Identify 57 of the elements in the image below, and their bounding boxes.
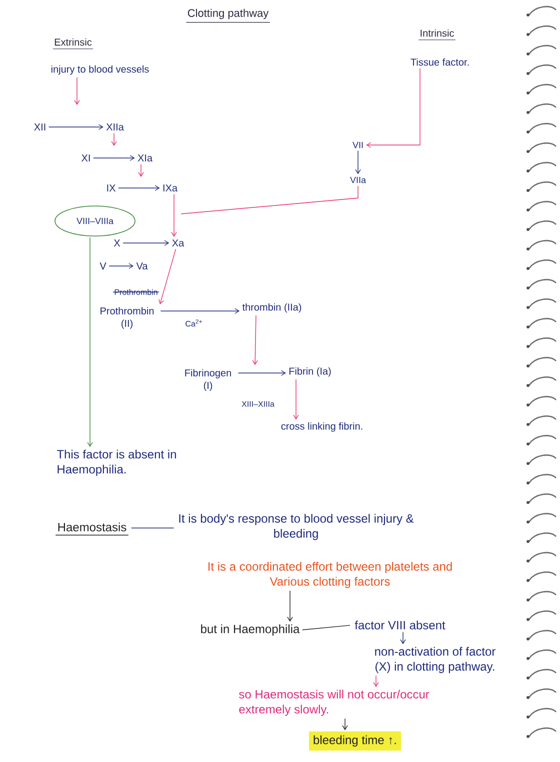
arrow bbox=[293, 379, 299, 420]
heading: Haemostasis bbox=[55, 522, 129, 536]
arrow bbox=[48, 124, 104, 130]
factor-label: V bbox=[100, 262, 106, 270]
note-text: so Haemostasis will not occur/occur extremely slowly. bbox=[239, 690, 430, 716]
line bbox=[302, 624, 350, 630]
arrow bbox=[252, 315, 258, 365]
arrow bbox=[158, 248, 176, 304]
title: Clotting pathway bbox=[186, 8, 270, 23]
arrow bbox=[238, 370, 286, 376]
line bbox=[180, 186, 358, 214]
arrow bbox=[138, 164, 144, 177]
arrow bbox=[160, 308, 240, 314]
arrow bbox=[366, 68, 420, 148]
note-text: It is body's response to blood vessel injury & bleeding bbox=[179, 514, 414, 540]
factor-label: Xa bbox=[172, 240, 184, 246]
arrow bbox=[74, 77, 80, 105]
factor-label: VII bbox=[352, 142, 363, 148]
edge-label: Ca$^{2+}$ bbox=[184, 318, 204, 328]
factor-label: X bbox=[114, 240, 120, 246]
highlighted-text: bleeding time ↑. bbox=[308, 731, 402, 751]
factor-label: XI bbox=[82, 154, 90, 162]
arrow bbox=[108, 263, 134, 269]
arrow bbox=[400, 632, 406, 644]
note-text: It is a coordinated effort between platelets and Various clotting factors bbox=[208, 562, 452, 588]
note-text: factor VIII absent bbox=[354, 620, 446, 630]
factor-label: Fibrin (Ia) bbox=[289, 367, 331, 377]
arrow bbox=[373, 675, 379, 687]
factor-label: XIa bbox=[138, 154, 153, 162]
factor-label: Fibrinogen (I) bbox=[185, 369, 231, 391]
factor-label: IX bbox=[107, 184, 116, 192]
factor-label: XII bbox=[34, 124, 46, 130]
note-text: but in Haemophilia bbox=[201, 624, 300, 636]
arrow bbox=[118, 185, 160, 191]
arrow bbox=[93, 155, 135, 161]
factor-label: IXa bbox=[163, 184, 178, 192]
arrow bbox=[87, 237, 93, 447]
factor-label: VIIa bbox=[350, 176, 366, 184]
factor-label: thrombin (IIa) bbox=[242, 303, 302, 313]
heading-label: Intrinsic bbox=[418, 29, 456, 40]
note-text: cross linking fibrin. bbox=[281, 422, 362, 432]
factor-label: Va bbox=[136, 262, 148, 270]
heading-label: Extrinsic bbox=[52, 38, 94, 50]
arrow bbox=[287, 590, 293, 622]
note-text: This factor is absent in Haemophilia. bbox=[56, 450, 176, 476]
edge-label: XIII–XIIIa bbox=[240, 400, 276, 408]
note-text: Tissue factor. bbox=[410, 58, 469, 66]
arrow bbox=[171, 194, 177, 237]
arrow bbox=[111, 132, 117, 146]
circled-label: VIII–VIIIa bbox=[54, 206, 136, 236]
arrow bbox=[342, 718, 348, 730]
note-text: injury to blood vessels bbox=[51, 65, 149, 75]
factor-label: XIIa bbox=[106, 124, 124, 130]
note-text: non-activation of factor (X) in clotting pathway. bbox=[375, 646, 496, 674]
arrow bbox=[122, 240, 170, 246]
arrow bbox=[355, 150, 361, 174]
factor-label: Prothrombin (II) bbox=[100, 307, 154, 329]
